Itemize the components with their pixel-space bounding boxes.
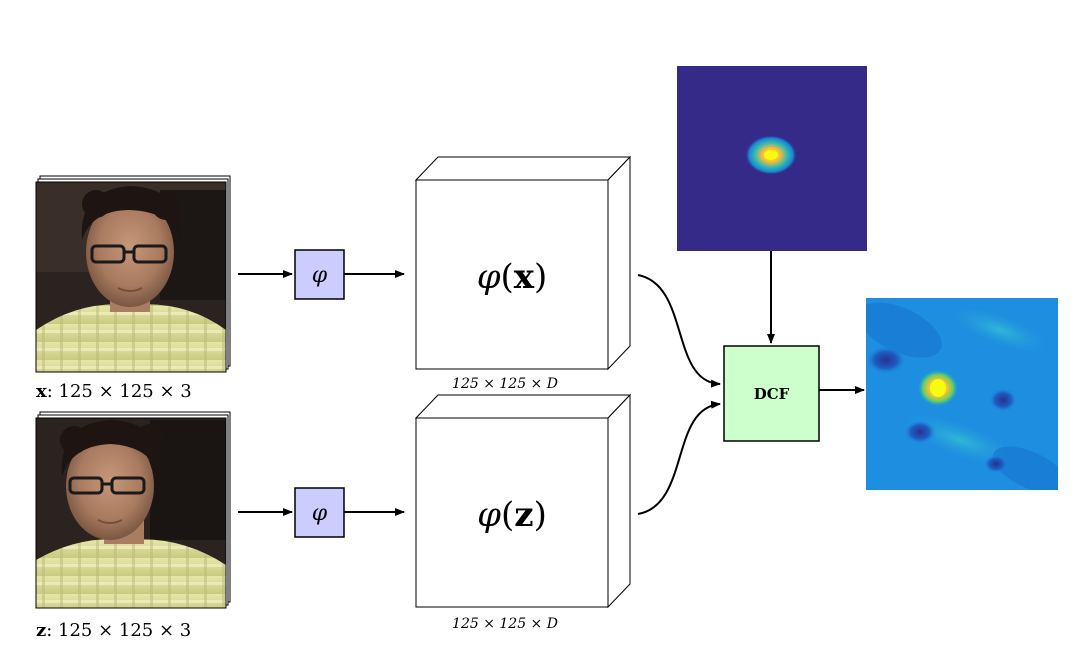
phi-block-z: φ: [294, 487, 345, 538]
gaussian-label-map: [677, 66, 867, 251]
arrow-feature-z-to-dcf: [637, 400, 721, 515]
arrow-feature-x-to-dcf: [637, 274, 721, 388]
input-x-label: x: 125 × 125 × 3: [36, 381, 192, 402]
phi-block-x-label: φ: [312, 263, 328, 288]
response-map: [866, 298, 1058, 490]
phi-block-z-label: φ: [312, 501, 328, 526]
dcf-label: DCF: [754, 385, 790, 403]
input-z-label: z: 125 × 125 × 3: [36, 620, 191, 641]
feature-z-dims: 125 × 125 × D: [452, 616, 558, 632]
input-image-x: [35, 175, 231, 373]
input-image-z: [35, 411, 231, 609]
feature-x-label: φ(x): [477, 257, 548, 297]
dcf-block: DCF: [723, 345, 820, 442]
feature-cube-x: φ(x): [414, 155, 632, 371]
phi-block-x: φ: [294, 249, 345, 300]
feature-cube-z: φ(z): [414, 393, 632, 609]
feature-x-dims: 125 × 125 × D: [452, 376, 558, 392]
feature-z-label: φ(z): [477, 495, 547, 535]
